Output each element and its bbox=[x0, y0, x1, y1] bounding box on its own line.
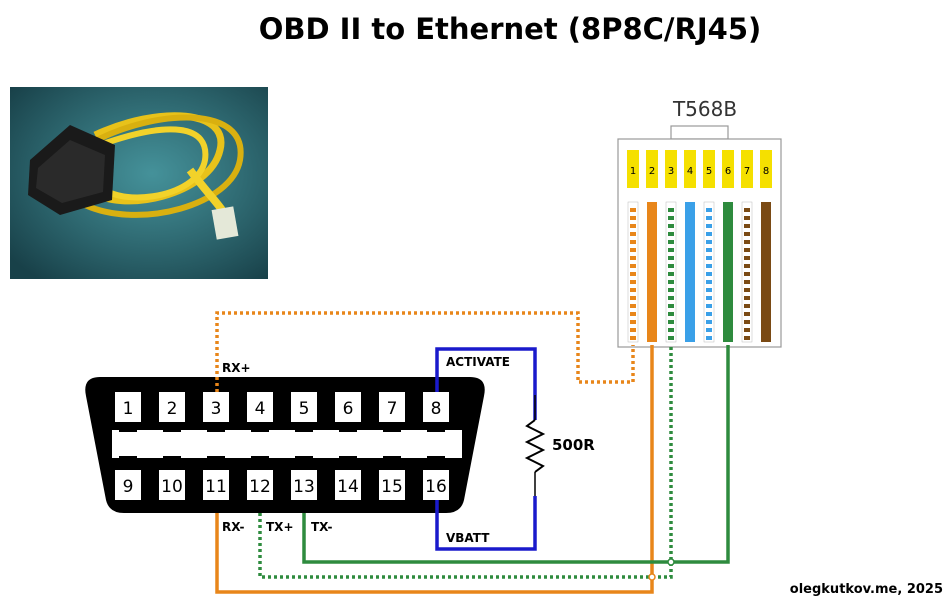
obd-pin-6: 6 bbox=[335, 392, 361, 422]
obd-pin-number: 13 bbox=[293, 477, 315, 497]
jack-pin-4: 4 bbox=[684, 150, 696, 188]
rx-minus-label: RX- bbox=[222, 520, 245, 534]
obd-pin-1: 1 bbox=[115, 392, 141, 422]
obd-pin-number: 4 bbox=[255, 399, 266, 419]
tx-minus-label: TX- bbox=[311, 520, 332, 534]
obd-pin-number: 8 bbox=[431, 399, 442, 419]
activate-resistor-loop bbox=[435, 347, 546, 551]
jack-pin-5: 5 bbox=[703, 150, 715, 188]
jack-pin-6: 6 bbox=[722, 150, 734, 188]
jack-pin-number: 7 bbox=[744, 166, 750, 177]
obd-pin-number: 5 bbox=[299, 399, 310, 419]
diagram-title: OBD II to Ethernet (8P8C/RJ45) bbox=[258, 12, 762, 46]
obd-pin-number: 6 bbox=[343, 399, 354, 419]
obd-pin-13: 13 bbox=[291, 470, 317, 500]
obd-pin-number: 10 bbox=[161, 477, 183, 497]
obd-pin-number: 12 bbox=[249, 477, 271, 497]
obd-pin-2: 2 bbox=[159, 392, 185, 422]
resistor-symbol bbox=[524, 419, 546, 473]
jack-wire-7 bbox=[741, 201, 753, 343]
jack-pin-number: 4 bbox=[687, 166, 693, 177]
obd-pin-number: 11 bbox=[205, 477, 227, 497]
wire-rx-plus bbox=[215, 311, 635, 392]
resistor-label: 500R bbox=[552, 436, 595, 454]
jack-wire-8 bbox=[761, 202, 771, 342]
obd-pin-4: 4 bbox=[247, 392, 273, 422]
jack-pin-1: 1 bbox=[627, 150, 639, 188]
obd-pin-14: 14 bbox=[335, 470, 361, 500]
vbatt-label: VBATT bbox=[446, 531, 490, 545]
jack-pin-number: 6 bbox=[725, 166, 731, 177]
obd-pin-8: 8 bbox=[423, 392, 449, 422]
jack-wire-4 bbox=[685, 202, 695, 342]
obd-pin-number: 7 bbox=[387, 399, 398, 419]
tx-plus-label: TX+ bbox=[266, 520, 294, 534]
jack-pin-3: 3 bbox=[665, 150, 677, 188]
obd-pin-16: 16 bbox=[423, 470, 449, 500]
cable-photo bbox=[10, 87, 268, 279]
obd-pin-number: 2 bbox=[167, 399, 178, 419]
jack-pin-number: 5 bbox=[706, 166, 712, 177]
jack-pin-7: 7 bbox=[741, 150, 753, 188]
rj45-jack: T568B 1 2 3 4 5 6 7 8 bbox=[617, 97, 782, 348]
credit-text: olegkutkov.me, 2025 bbox=[789, 582, 943, 597]
obd-pin-7: 7 bbox=[379, 392, 405, 422]
obd-pin-number: 15 bbox=[381, 477, 403, 497]
wire-tx-minus bbox=[302, 345, 730, 564]
obd-pin-number: 14 bbox=[337, 477, 359, 497]
jack-pin-8: 8 bbox=[760, 150, 772, 188]
rx-plus-label: RX+ bbox=[222, 361, 251, 375]
obd-pin-number: 3 bbox=[211, 399, 222, 419]
obd-pin-12: 12 bbox=[247, 470, 273, 500]
jack-pin-number: 2 bbox=[649, 166, 655, 177]
obd-pin-11: 11 bbox=[203, 470, 229, 500]
jack-standard-label: T568B bbox=[672, 97, 737, 121]
activate-label: ACTIVATE bbox=[446, 355, 510, 369]
jack-wire-1 bbox=[627, 201, 639, 343]
wire-rx-minus bbox=[215, 345, 654, 594]
obd-pin-3: 3 bbox=[203, 392, 229, 422]
obd-pin-10: 10 bbox=[159, 470, 185, 500]
jack-pin-number: 1 bbox=[630, 166, 636, 177]
jack-wire-5 bbox=[703, 201, 715, 343]
jack-pin-2: 2 bbox=[646, 150, 658, 188]
jack-pin-number: 3 bbox=[668, 166, 674, 177]
obd-pin-number: 16 bbox=[425, 477, 447, 497]
jack-wire-2 bbox=[647, 202, 657, 342]
obd-pin-5: 5 bbox=[291, 392, 317, 422]
jack-pin-number: 8 bbox=[763, 166, 769, 177]
obd-center-bar bbox=[112, 430, 462, 458]
wire-tx-plus bbox=[258, 345, 673, 579]
jack-wire-3 bbox=[665, 201, 677, 343]
obd-pin-number: 1 bbox=[123, 399, 134, 419]
obd-pin-9: 9 bbox=[115, 470, 141, 500]
obd-pin-15: 15 bbox=[379, 470, 405, 500]
obd-pin-number: 9 bbox=[123, 477, 134, 497]
jack-wire-6 bbox=[723, 202, 733, 342]
